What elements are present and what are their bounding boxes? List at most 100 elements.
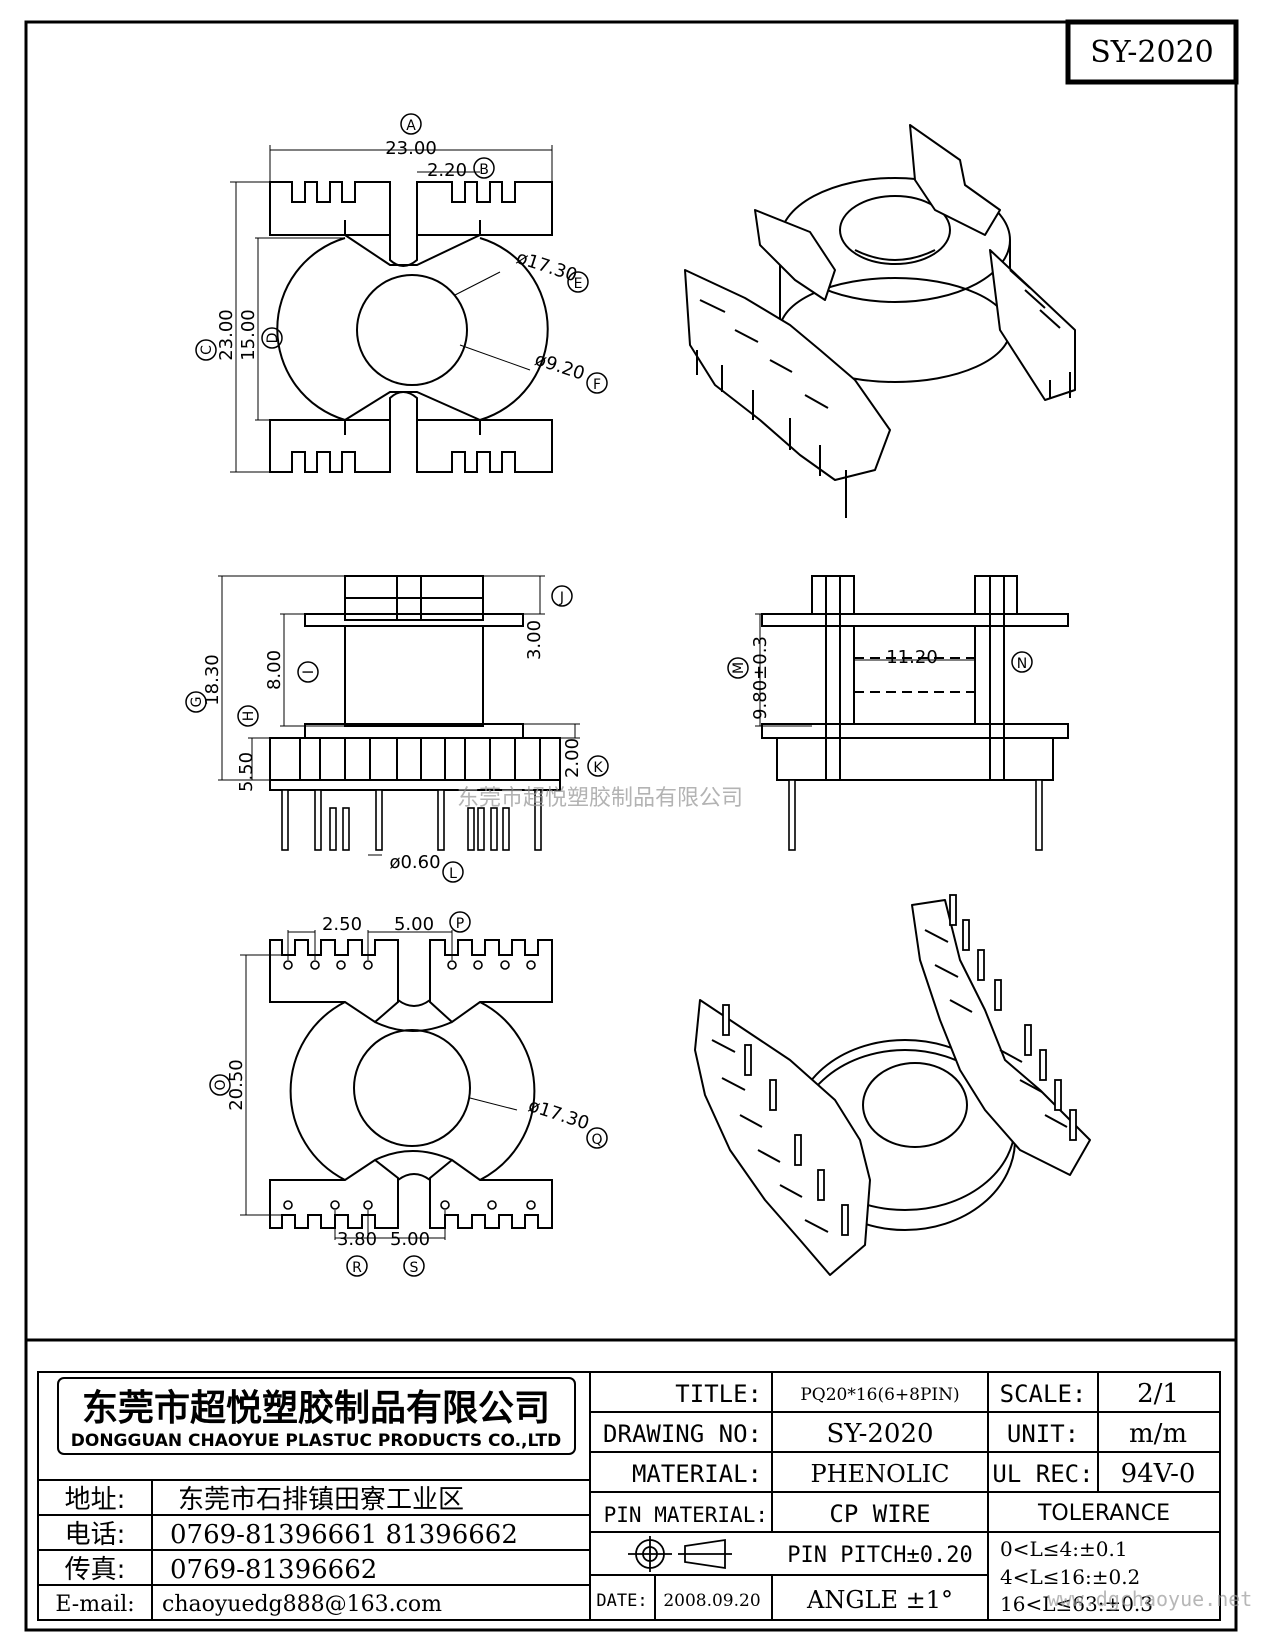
title-label: TITLE: (675, 1380, 762, 1408)
dim-top-width: 23.00 (385, 138, 437, 159)
dim-slot-width: 2.20 (427, 160, 467, 181)
company-name-cn: 东莞市超悦塑胶制品有限公司 (82, 1388, 550, 1429)
callout-e-letter: E (574, 276, 583, 292)
front-view (269, 575, 561, 791)
callout-b-letter: B (479, 162, 489, 178)
callout-l (442, 861, 464, 883)
callout-j-letter: J (559, 590, 564, 606)
callout-g (185, 691, 207, 713)
callout-k-letter: K (593, 760, 603, 776)
callout-n (1011, 651, 1033, 673)
drawing-id-box (1065, 19, 1239, 85)
ul-value: 94V-0 (1121, 1459, 1196, 1489)
watermark-url: www.dgchaoyue.net (1048, 1587, 1253, 1611)
callout-i (297, 661, 319, 683)
callout-h-letter: H (241, 711, 257, 722)
bottom-view-pin-holes (283, 960, 536, 1210)
callout-r (346, 1255, 368, 1277)
callout-a-letter: A (406, 118, 416, 134)
front-view-dimensions (218, 575, 580, 856)
drawing-no-label: DRAWING NO: (603, 1420, 762, 1448)
unit-label: UNIT: (1007, 1420, 1079, 1448)
dim-side-gap: 11.20 (886, 647, 938, 668)
callout-f (586, 372, 608, 394)
dim-bottom-pitch-large: 5.00 (390, 1229, 430, 1250)
dim-pitch-small: 2.50 (322, 914, 362, 935)
contact-phone-value: 0769-81396661 81396662 (170, 1520, 518, 1550)
bottom-view (269, 939, 553, 1229)
dim-top-height: 23.00 (216, 309, 237, 361)
material-label: MATERIAL: (632, 1460, 762, 1488)
angle-tolerance: ANGLE ±1° (806, 1586, 953, 1614)
callout-q (586, 1127, 608, 1149)
watermark: 东莞市超悦塑胶制品有限公司 (457, 786, 743, 811)
dim-bottom-height: 20.50 (226, 1059, 247, 1111)
dim-total-height: 18.30 (202, 654, 223, 706)
ul-label: UL REC: (992, 1460, 1093, 1488)
callout-h (237, 705, 259, 727)
callout-d-letter: D (265, 333, 281, 344)
callout-o-letter: O (213, 1079, 229, 1090)
title-value: PQ20*16(6+8PIN) (800, 1385, 959, 1405)
dim-bottom-diameter: ø17.30 (526, 1095, 592, 1134)
callout-f-letter: F (593, 377, 601, 393)
tolerance-range-3: 16<L≤63:±0.3 (1000, 1592, 1153, 1616)
callout-a (400, 113, 422, 135)
company-name-en: DONGGUAN CHAOYUE PLASTUC PRODUCTS CO.,LT… (71, 1431, 561, 1451)
callout-i-letter: I (301, 670, 317, 674)
callout-p (449, 911, 471, 933)
scale-value: 2/1 (1137, 1379, 1179, 1409)
callout-d (261, 327, 283, 349)
pin-material-value: CP WIRE (829, 1500, 930, 1528)
dim-inner-height: 15.00 (238, 309, 259, 361)
callout-l-letter: L (449, 866, 457, 882)
callout-q-letter: Q (591, 1132, 602, 1148)
callout-b (473, 157, 495, 179)
contact-address-label: 地址: (65, 1485, 126, 1515)
contact-fax-value: 0769-81396662 (170, 1555, 377, 1585)
date-label: DATE: (596, 1591, 647, 1611)
contact-phone-label: 电话: (65, 1520, 126, 1550)
side-view (761, 575, 1069, 781)
isometric-view-bottom-pins (722, 894, 1077, 1236)
callout-e (567, 271, 589, 293)
callout-g-letter: G (189, 697, 205, 708)
callout-n-letter: N (1017, 656, 1027, 672)
callout-k (587, 755, 609, 777)
tolerance-range-1: 0<L≤4:±0.1 (1000, 1537, 1128, 1561)
isometric-view-top (684, 124, 1076, 481)
callout-j (551, 585, 573, 607)
tolerance-range-2: 4<L≤16:±0.2 (1000, 1565, 1140, 1589)
title-block-grid (37, 1371, 1221, 1621)
front-view-pins (281, 789, 542, 851)
drawing-id: SY-2020 (1090, 35, 1214, 70)
callout-m (727, 657, 749, 679)
drawing-no-value: SY-2020 (826, 1419, 933, 1449)
isometric-view-bottom (694, 899, 1091, 1276)
callout-s (403, 1255, 425, 1277)
scale-label: SCALE: (1000, 1380, 1087, 1408)
dim-inner-diameter: ø9.20 (532, 349, 587, 385)
callout-p-letter: P (456, 916, 464, 932)
top-view-dimensions (230, 145, 553, 473)
side-view-pins (788, 779, 1043, 851)
dim-base-step: 2.00 (562, 738, 583, 778)
callout-c-letter: C (199, 345, 215, 355)
callout-r-letter: R (352, 1260, 362, 1276)
contact-email-label: E-mail: (55, 1592, 134, 1617)
callout-m-letter: M (731, 662, 747, 674)
pin-pitch: PIN PITCH±0.20 (787, 1543, 972, 1568)
contact-fax-label: 传真: (65, 1555, 126, 1585)
dim-top-flange: 3.00 (524, 620, 545, 660)
dim-side-height: 9.80±0.3 (750, 636, 771, 720)
date-value: 2008.09.20 (663, 1591, 760, 1611)
callout-c (195, 339, 217, 361)
dim-flange-gap: 8.00 (264, 650, 285, 690)
side-view-dimensions (755, 613, 975, 727)
callout-o (209, 1074, 231, 1096)
tolerance-label: TOLERANCE (1037, 1501, 1170, 1526)
isometric-view-top-pins (696, 350, 1071, 518)
bottom-view-dimensions (240, 930, 518, 1240)
top-view (269, 181, 553, 473)
